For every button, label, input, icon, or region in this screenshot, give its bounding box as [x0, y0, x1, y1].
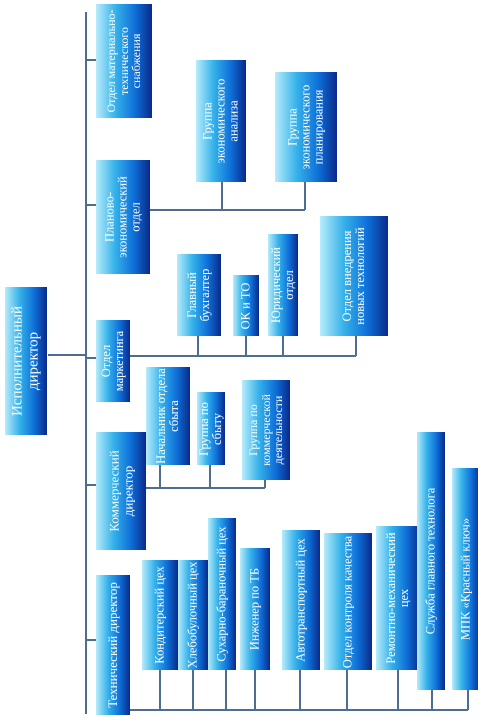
- bakery-workshop: Хлебобулочный цех: [178, 560, 208, 670]
- mpk-krasny-klyuch-label: МПК «Красный ключ»: [458, 517, 473, 641]
- chief-technologist-service: Служба главного технолога: [417, 432, 445, 690]
- dept-planning-label: Планово-экономический отдел: [102, 176, 143, 258]
- safety-engineer-label: Инженер по ТБ: [247, 567, 262, 651]
- new-tech-department-label: Отдел внедрения новых технологий: [339, 227, 367, 325]
- repair-mechanical-workshop-label: Ремонтно-механический цех: [383, 532, 411, 664]
- root-executive-director: Исполнительный директор: [5, 287, 47, 435]
- mpk-krasny-klyuch: МПК «Красный ключ»: [452, 468, 478, 690]
- ok-to: ОК и ТО: [233, 275, 259, 336]
- sales-head: Начальник отдела сбыта: [146, 367, 190, 465]
- rusk-workshop-label: Сухарно-бараночный цех: [214, 526, 229, 662]
- sales-head-label: Начальник отдела сбыта: [153, 368, 181, 464]
- commercial-activity-group-label: Группа по коммерческой деятельности: [246, 394, 286, 466]
- dept-technical: Технический директор: [96, 575, 130, 715]
- dept-planning: Планово-экономический отдел: [96, 160, 150, 274]
- new-tech-department: Отдел внедрения новых технологий: [320, 216, 388, 336]
- commercial-activity-group: Группа по коммерческой деятельности: [242, 380, 290, 480]
- group-economic-analysis-label: Группа экономического анализа: [200, 78, 241, 164]
- legal-department: Юридический отдел: [268, 234, 298, 336]
- dept-supply: Отдел материально-технического снабжения: [96, 4, 152, 118]
- group-economic-analysis: Группа экономического анализа: [196, 60, 246, 182]
- transport-workshop-label: Автотранспортный цех: [293, 538, 308, 662]
- chief-accountant: Главный бухгалтер: [177, 254, 221, 336]
- chief-technologist-service-label: Служба главного технолога: [423, 487, 438, 635]
- sales-group: Группа по сбыту: [197, 392, 225, 465]
- root-label: Исполнительный директор: [9, 305, 41, 417]
- bakery-workshop-label: Хлебобулочный цех: [185, 561, 200, 669]
- repair-mechanical-workshop: Ремонтно-механический цех: [376, 526, 420, 670]
- dept-commercial: Коммерческий директор: [96, 432, 146, 550]
- rusk-workshop: Сухарно-бараночный цех: [208, 518, 236, 670]
- dept-supply-label: Отдел материально-технического снабжения: [104, 9, 144, 113]
- legal-department-label: Юридический отдел: [268, 247, 296, 323]
- ok-to-label: ОК и ТО: [238, 282, 253, 329]
- group-economic-planning: Группа экономического планирования: [275, 72, 337, 182]
- confectionery-workshop: Кондитерский цех: [142, 560, 178, 670]
- dept-technical-label: Технический директор: [105, 582, 121, 708]
- safety-engineer: Инженер по ТБ: [240, 548, 270, 670]
- sales-group-label: Группа по сбыту: [196, 401, 224, 456]
- confectionery-workshop-label: Кондитерский цех: [152, 566, 167, 664]
- quality-control-department: Отдел контроля качества: [324, 533, 372, 670]
- dept-marketing-label: Отдел маркетинга: [98, 330, 126, 392]
- dept-marketing: Отдел маркетинга: [96, 320, 130, 402]
- dept-commercial-label: Коммерческий директор: [106, 450, 135, 532]
- group-economic-planning-label: Группа экономического планирования: [285, 84, 326, 170]
- chief-accountant-label: Главный бухгалтер: [184, 268, 212, 322]
- quality-control-department-label: Отдел контроля качества: [340, 535, 355, 668]
- transport-workshop: Автотранспортный цех: [282, 530, 320, 670]
